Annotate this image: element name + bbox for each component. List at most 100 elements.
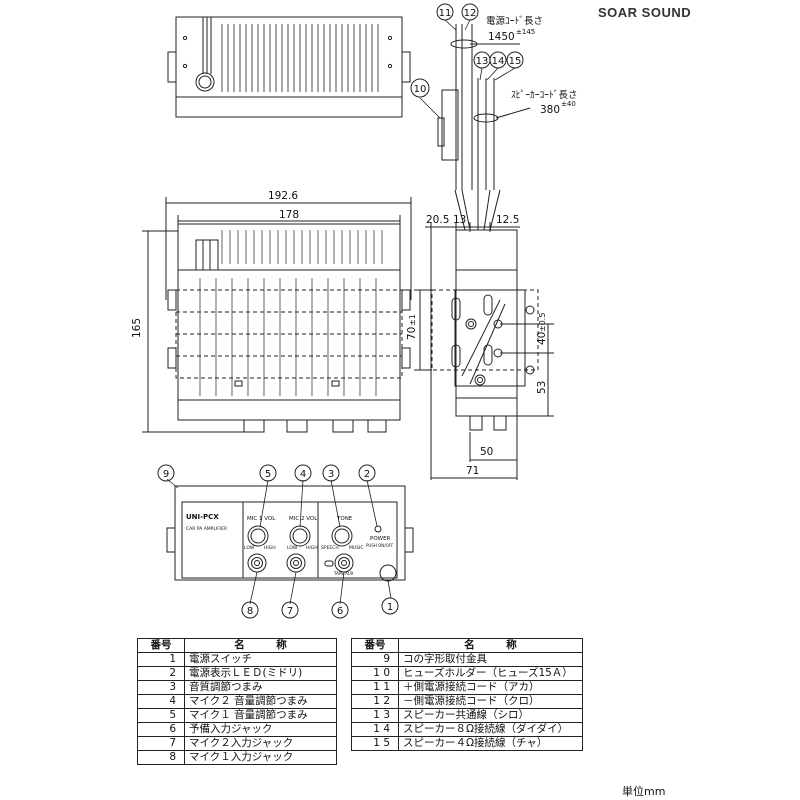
part-name: 予備入力ジャック: [184, 722, 337, 737]
callout-6: 6: [337, 606, 343, 617]
callout-12: 12: [464, 8, 477, 19]
part-name: ＋側電源接続コード（アカ）: [398, 680, 583, 695]
part-num: 1 4: [351, 722, 399, 737]
dim-side-70: 70: [406, 327, 418, 340]
part-num: 1 1: [351, 680, 399, 695]
power-cord-label: 電源ｺｰﾄﾞ長さ: [486, 16, 543, 27]
part-num: 1: [137, 652, 185, 667]
speaker-cord-label: ｽﾋﾟｰｶｰｺｰﾄﾞ長さ: [511, 90, 578, 101]
panel-mic2-low: LOW: [287, 545, 298, 551]
panel-tone-speech: SPEECH: [321, 545, 339, 551]
power-switch: [379, 564, 397, 582]
panel-push-label: PUSH ON/OFF: [366, 543, 394, 548]
table-row: 1 2－側電源接続コード（クロ）: [351, 694, 583, 709]
panel-view: [166, 485, 414, 581]
part-name: スピーカー４Ω接続線（チャ）: [398, 736, 583, 751]
unit-label: 単位mm: [622, 785, 666, 798]
part-name: マイク２入力ジャック: [184, 736, 337, 751]
part-num: 1 3: [351, 708, 399, 723]
panel-mic2-label: MIC 2 VOL: [289, 516, 318, 522]
table-header-name: 名 称: [398, 638, 583, 653]
part-num: 5: [137, 708, 185, 723]
side-view: [431, 189, 539, 431]
part-num: 1 2: [351, 694, 399, 709]
panel-tone-music: MUSIC: [349, 545, 364, 551]
cord-assembly: [437, 24, 531, 190]
dim-side-mid: 13: [453, 214, 466, 226]
callout-2: 2: [364, 469, 370, 480]
top-view: [167, 16, 411, 118]
callout-1: 1: [387, 602, 393, 613]
part-name: 電源表示ＬＥＤ(ミドリ): [184, 666, 337, 681]
panel-mic1-high: HIGH: [264, 545, 276, 551]
power-cord-length: 1450: [488, 31, 515, 43]
mic2-volume-knob: [289, 525, 311, 547]
panel-model: UNI-PCX: [186, 513, 219, 521]
mic2-input-jack: [286, 553, 306, 573]
part-num: 6: [137, 722, 185, 737]
dim-side-40-tol: ±0.5: [538, 313, 547, 332]
callout-3: 3: [328, 469, 334, 480]
mic1-volume-knob: [247, 525, 269, 547]
callout-7: 7: [287, 606, 293, 617]
panel-mic1-label: MIC 1 VOL: [247, 516, 276, 522]
dim-height: 165: [131, 318, 143, 338]
dim-side-left: 20.5: [426, 214, 449, 226]
part-name: スピーカー共通線（シロ）: [398, 708, 583, 723]
dim-side-71: 71: [466, 465, 479, 477]
table-header-num: 番号: [351, 638, 399, 653]
tone-knob: [331, 525, 353, 547]
mic1-input-jack: [247, 553, 267, 573]
part-num: 8: [137, 750, 185, 765]
part-num: 1 5: [351, 736, 399, 751]
callout-9: 9: [163, 469, 169, 480]
part-num: 9: [351, 652, 399, 667]
dim-side-70-tol: ±1: [408, 314, 417, 326]
power-led: [374, 525, 382, 533]
callout-10: 10: [414, 84, 427, 95]
part-name: マイク２ 音量調節つまみ: [184, 694, 337, 709]
dim-side-right: 12.5: [496, 214, 519, 226]
callout-11: 11: [439, 8, 452, 19]
dim-side-50: 50: [480, 446, 493, 458]
callout-circles: [157, 3, 524, 619]
panel-tone-label: TONE: [336, 516, 353, 522]
table-header-name: 名 称: [184, 638, 337, 653]
callout-15: 15: [509, 56, 522, 67]
dim-side-40: 40: [536, 332, 548, 345]
panel-mic2-high: HIGH: [306, 545, 318, 551]
part-name: ヒューズホルダー（ヒューズ15Ａ）: [398, 666, 583, 681]
part-name: コの字形取付金具: [398, 652, 583, 667]
part-num: 4: [137, 694, 185, 709]
part-num: 1 0: [351, 666, 399, 681]
part-name: スピーカー８Ω接続線（ダイダイ）: [398, 722, 583, 737]
speaker-cord-tolerance: ±40: [561, 100, 576, 108]
panel-mic1-low: LOW: [244, 545, 255, 551]
brand-logo-text: SOAR SOUND: [598, 5, 692, 20]
panel-aux-label: TAPE AUX: [333, 571, 354, 576]
part-name: 音質調節つまみ: [184, 680, 337, 695]
callout-13: 13: [476, 56, 489, 67]
aux-input-jack: [334, 553, 354, 573]
part-name: マイク１入力ジャック: [184, 750, 337, 765]
part-num: 2: [137, 666, 185, 681]
speaker-cord-length: 380: [540, 104, 560, 116]
callout-4: 4: [300, 469, 306, 480]
power-cord-tolerance: ±145: [516, 28, 535, 36]
